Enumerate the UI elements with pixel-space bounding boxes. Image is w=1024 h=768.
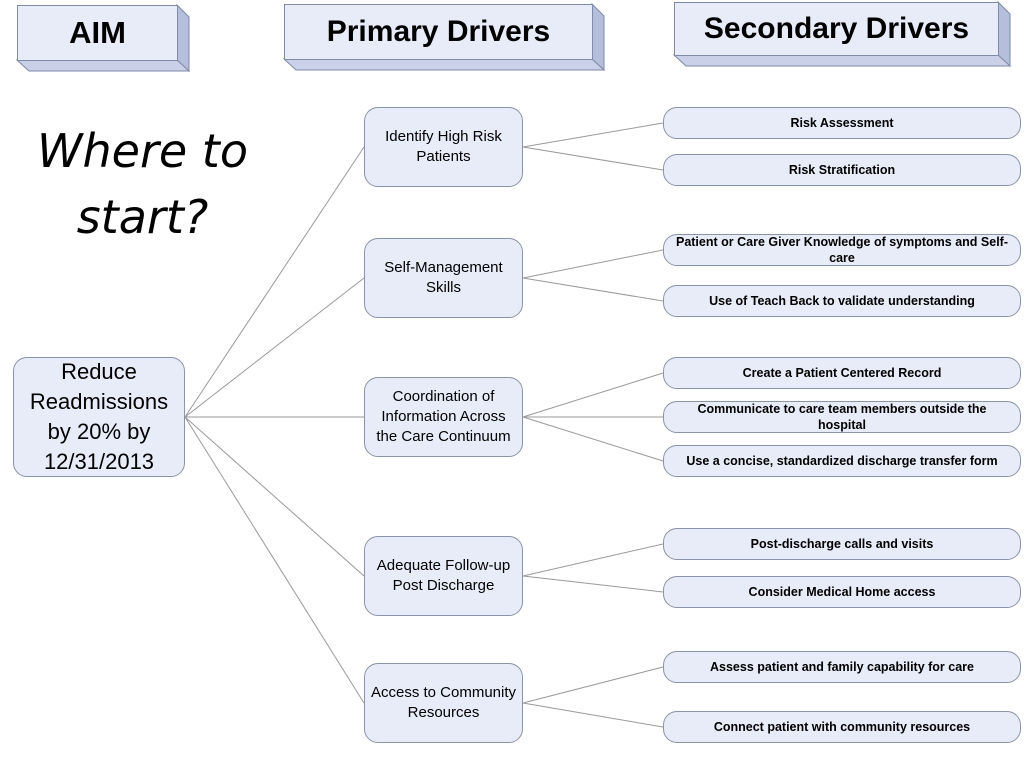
connector-p1-s2 bbox=[522, 146, 664, 171]
aim-header-label: AIM bbox=[17, 5, 178, 61]
connector-p2-s2 bbox=[522, 277, 664, 302]
secondary-driver-discharge-form: Use a concise, standardized discharge tr… bbox=[663, 445, 1021, 477]
connector-p1-s1 bbox=[522, 122, 664, 148]
secondary-driver-community-resources: Connect patient with community resources bbox=[663, 711, 1021, 743]
aim-goal-node: Reduce Readmissions by 20% by 12/31/2013 bbox=[13, 357, 185, 477]
secondary-driver-communicate-team: Communicate to care team members outside… bbox=[663, 401, 1021, 433]
secondary-driver-post-discharge-calls: Post-discharge calls and visits bbox=[663, 528, 1021, 560]
connector-p4-s2 bbox=[522, 575, 664, 593]
primary-driver-self-management: Self-Management Skills bbox=[364, 238, 523, 318]
connector-p2-s1 bbox=[522, 249, 664, 279]
secondary-driver-teach-back: Use of Teach Back to validate understand… bbox=[663, 285, 1021, 317]
connector-p3-s3 bbox=[522, 416, 664, 462]
primary-driver-community: Access to Community Resources bbox=[364, 663, 523, 743]
connector-p5-s2 bbox=[522, 702, 664, 728]
secondary-driver-assess-capability: Assess patient and family capability for… bbox=[663, 651, 1021, 683]
aim-header: AIM bbox=[15, 3, 191, 73]
secondary-drivers-header: Secondary Drivers bbox=[672, 0, 1012, 68]
connector-aim-p5 bbox=[184, 416, 365, 704]
connector-p3-s1 bbox=[522, 372, 664, 418]
secondary-driver-risk-assessment: Risk Assessment bbox=[663, 107, 1021, 139]
connector-p5-s1 bbox=[522, 666, 664, 704]
primary-driver-follow-up: Adequate Follow-up Post Discharge bbox=[364, 536, 523, 616]
connector-aim-p2 bbox=[184, 277, 365, 418]
primary-driver-high-risk: Identify High Risk Patients bbox=[364, 107, 523, 187]
primary-header-label: Primary Drivers bbox=[284, 4, 593, 60]
secondary-driver-knowledge-self-care: Patient or Care Giver Knowledge of sympt… bbox=[663, 234, 1021, 266]
primary-driver-coordination: Coordination of Information Across the C… bbox=[364, 377, 523, 457]
secondary-driver-risk-stratification: Risk Stratification bbox=[663, 154, 1021, 186]
secondary-driver-medical-home: Consider Medical Home access bbox=[663, 576, 1021, 608]
primary-drivers-header: Primary Drivers bbox=[282, 2, 606, 72]
connector-aim-p4 bbox=[184, 416, 365, 577]
secondary-driver-patient-record: Create a Patient Centered Record bbox=[663, 357, 1021, 389]
connector-p4-s1 bbox=[522, 543, 664, 577]
connector-aim-p1 bbox=[184, 146, 365, 418]
secondary-header-label: Secondary Drivers bbox=[674, 2, 999, 56]
secondary-header-bevel bbox=[672, 0, 1012, 68]
where-to-start-heading: Where to start? bbox=[37, 124, 248, 244]
